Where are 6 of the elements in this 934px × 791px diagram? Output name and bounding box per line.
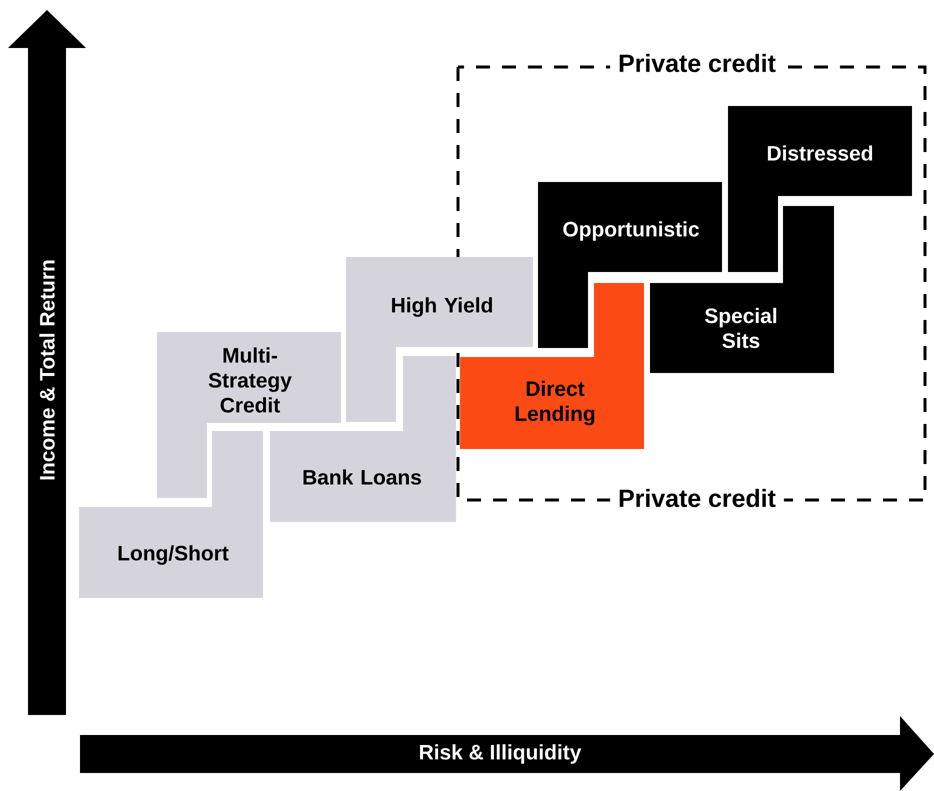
step-block: Long/Short [79,431,263,598]
step-block: Distressed [728,106,912,272]
group-heading: Private credit [610,52,784,74]
axis-label: Risk & Illiquidity [420,744,582,764]
axis-label: Income & Total Return [39,260,55,480]
group-heading: Private credit [610,488,784,508]
